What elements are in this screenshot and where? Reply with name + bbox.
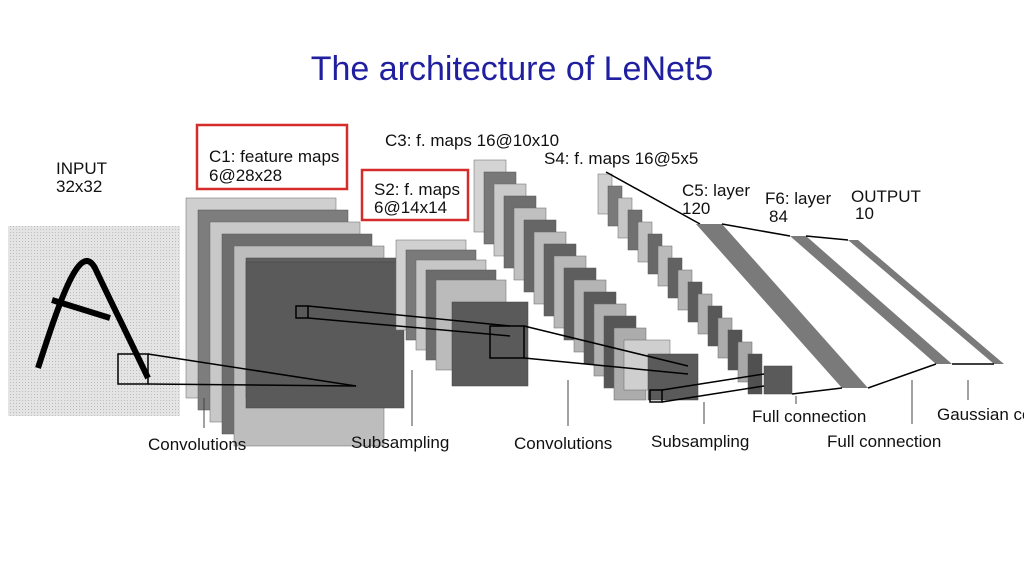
c3-feature-maps: [473, 159, 699, 403]
convolutions-1-label: Convolutions: [148, 435, 246, 454]
full-connection-2-label: Full connection: [827, 432, 941, 451]
c1-label: C1: feature maps: [209, 147, 339, 166]
s2-connection-lines: [307, 305, 511, 337]
c1-feature-maps: [185, 197, 405, 447]
c3-label: C3: f. maps 16@10x10: [385, 131, 559, 150]
full-connection-1-label: Full connection: [752, 407, 866, 426]
s2-highlight-box: [360, 168, 470, 222]
c1-size-label: 6@28x28: [209, 166, 282, 185]
fully-connected-layers: [696, 223, 1004, 395]
c5-label: C5: layer: [682, 181, 750, 200]
s2-size-label: 6@14x14: [374, 198, 447, 217]
gaussian-label: Gaussian connections: [937, 405, 1024, 424]
c1-connection-lines: [147, 353, 357, 387]
f6-size-label: 84: [769, 207, 788, 226]
c1-highlight-box: [195, 123, 349, 191]
s2-feature-maps: [395, 239, 529, 387]
convolutions-2-label: Convolutions: [514, 434, 612, 453]
f6-label: F6: layer: [765, 189, 831, 208]
input-size-label: 32x32: [56, 177, 102, 196]
c5-size-label: 120: [682, 199, 710, 218]
s2-label: S2: f. maps: [374, 180, 460, 199]
s4-label: S4: f. maps 16@5x5: [544, 149, 698, 168]
s4-feature-maps: [597, 173, 793, 395]
s4-connection-lines: [605, 171, 765, 403]
subsampling-1-label: Subsampling: [351, 433, 449, 452]
slide-title: The architecture of LeNet5: [310, 50, 714, 88]
input-label: INPUT: [56, 159, 107, 178]
operation-ticks: [203, 370, 969, 428]
subsampling-2-label: Subsampling: [651, 432, 749, 451]
output-size-label: 10: [855, 204, 874, 223]
output-label: OUTPUT: [851, 187, 921, 206]
input-image: [8, 226, 180, 416]
c3-connection-lines: [523, 325, 689, 375]
